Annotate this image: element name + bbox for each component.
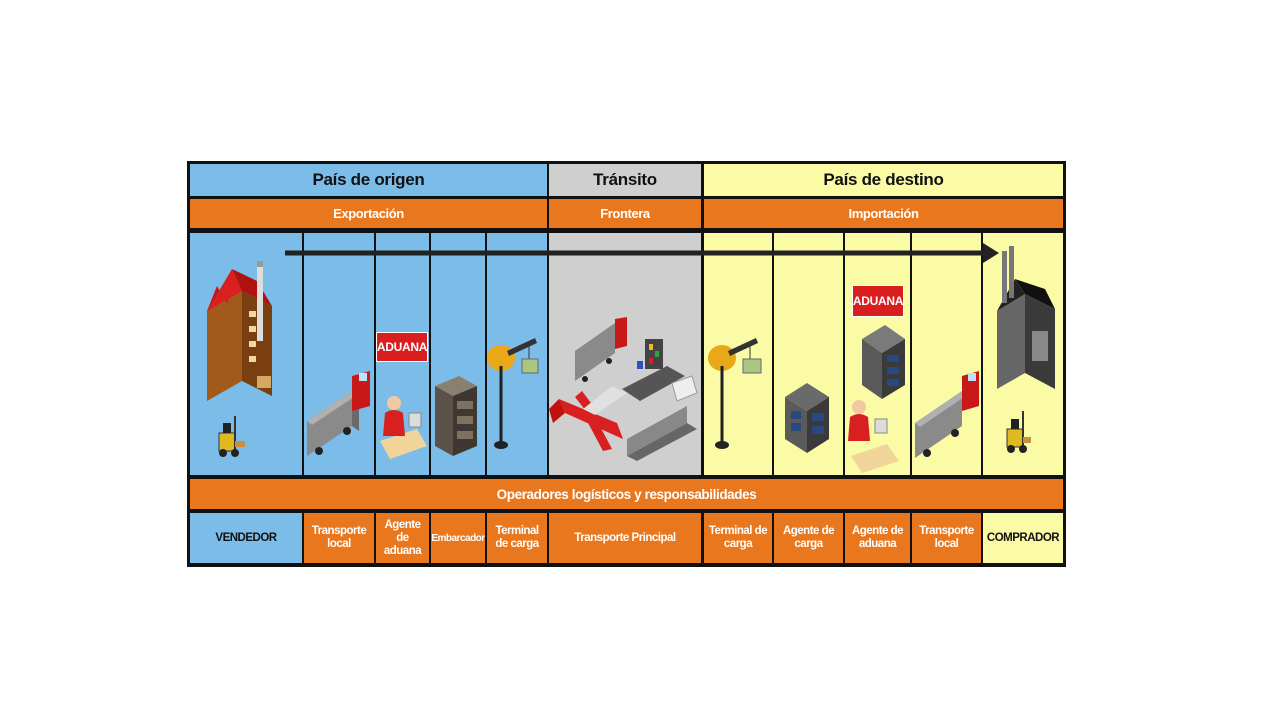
role-transporte-local-origen: Transporte local [304,513,374,563]
role-agente-aduana-destino: Agente de aduana [845,513,910,563]
logistics-diagram: País de origen Tránsito País de destino … [187,161,1066,567]
crane-icon [708,338,762,449]
role-embarcador: Embarcador [431,513,485,563]
role-terminal-carga-origen: Terminal de carga [487,513,547,563]
operators-title: Operadores logísticos y responsabilidade… [190,479,1063,509]
role-agente-aduana-origen: Agente de aduana [376,513,429,563]
crane-icon [487,338,539,449]
train-icon [627,375,698,461]
phase-border: Frontera [549,199,701,228]
illustrations [207,243,1055,473]
factory-icon [207,261,272,401]
truck-icon [915,371,979,458]
truck-icon [307,371,370,456]
warehouse-icon [785,383,829,453]
forklift-icon [218,416,245,457]
flow-arrow-icon [285,243,999,263]
aduana-sign-destination: ADUANA [852,285,904,317]
truck-icon [575,317,627,382]
phase-import: Importación [704,199,1063,228]
region-transit: Tránsito [549,164,701,196]
factory-icon [997,246,1055,389]
role-transporte-local-destino: Transporte local [912,513,981,563]
role-terminal-carga-destino: Terminal de carga [704,513,772,563]
region-origin: País de origen [190,164,547,196]
forklift-icon [1006,411,1031,453]
customs-officer-icon [848,400,899,473]
role-vendedor: VENDEDOR [190,513,302,563]
warehouse-icon [862,325,905,399]
role-agente-carga: Agente de carga [774,513,843,563]
role-comprador: COMPRADOR [983,513,1063,563]
warehouse-icon [435,376,477,456]
phase-export: Exportación [190,199,547,228]
aduana-sign-origin: ADUANA [376,332,428,362]
ship-icon [622,339,685,401]
role-transporte-principal: Transporte Principal [549,513,701,563]
customs-officer-icon [380,396,427,459]
airplane-icon [549,386,627,451]
region-destination: País de destino [704,164,1063,196]
